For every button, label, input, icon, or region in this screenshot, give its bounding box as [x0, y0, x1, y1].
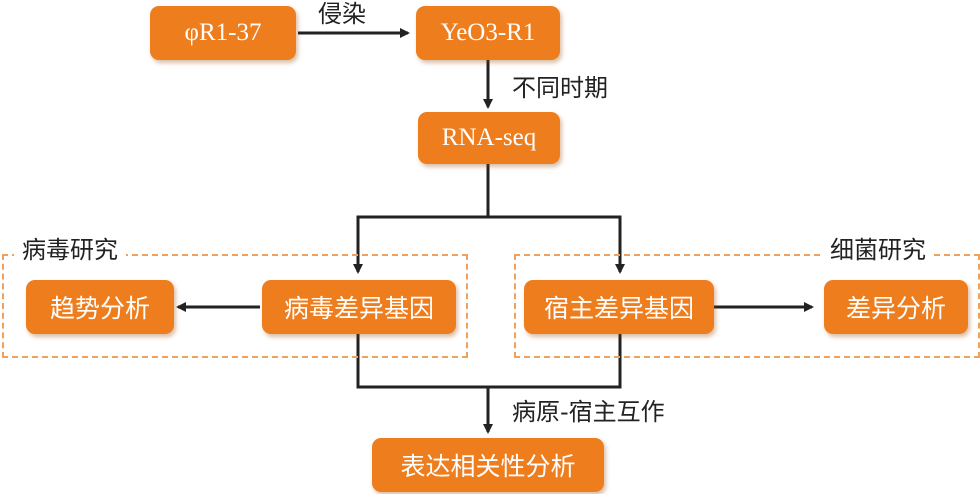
virus-genes-node: 病毒差异基因	[262, 280, 456, 334]
arrow-to-host-genes	[488, 215, 625, 274]
virus-study-region	[2, 254, 468, 358]
virus-study-label: 病毒研究	[14, 238, 126, 262]
bacteria-study-region	[514, 254, 980, 358]
infect-label: 侵染	[318, 0, 366, 28]
timepoints-label: 不同时期	[512, 74, 608, 102]
arrow-to-virus-genes	[353, 162, 490, 274]
trend-analysis-node: 趋势分析	[26, 280, 174, 334]
host-node: YeO3-R1	[416, 6, 560, 60]
bacteria-study-label: 细菌研究	[822, 238, 934, 262]
correlation-analysis-node: 表达相关性分析	[372, 438, 604, 492]
diff-analysis-node: 差异分析	[824, 280, 968, 334]
phage-node: φR1-37	[150, 6, 296, 60]
host-genes-node: 宿主差异基因	[524, 280, 714, 334]
interaction-label: 病原-宿主互作	[512, 398, 665, 426]
rnaseq-node: RNA-seq	[418, 112, 560, 164]
